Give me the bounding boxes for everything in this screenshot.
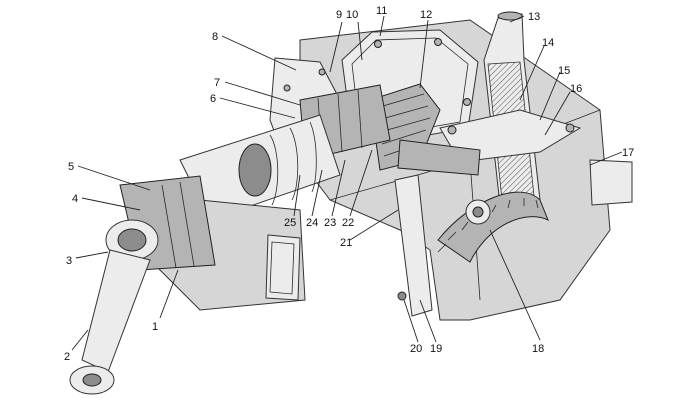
callout-24: 24 <box>306 217 318 229</box>
callout-22: 22 <box>342 217 354 229</box>
callout-20: 20 <box>410 343 422 355</box>
callout-23: 23 <box>324 217 336 229</box>
sector-gear <box>437 191 549 263</box>
callout-14: 14 <box>542 37 554 49</box>
leader-lines <box>71 15 623 351</box>
callout-7: 7 <box>214 77 220 89</box>
lever-plate <box>394 139 481 317</box>
worm-gear <box>179 114 341 221</box>
callout-21: 21 <box>340 237 352 249</box>
callout-9: 9 <box>336 9 342 21</box>
callout-11: 11 <box>376 5 387 17</box>
pitman-arm <box>69 249 151 395</box>
callout-3: 3 <box>66 255 72 267</box>
spline-coupling <box>105 175 216 271</box>
callout-8: 8 <box>212 31 218 43</box>
callout-13: 13 <box>528 11 540 23</box>
callout-18: 18 <box>532 343 544 355</box>
callout-labels: 1 2 3 4 5 6 7 8 9 10 11 12 13 14 15 16 1… <box>64 5 634 363</box>
callout-6: 6 <box>210 93 216 105</box>
callout-2: 2 <box>64 351 70 363</box>
callout-16: 16 <box>570 83 582 95</box>
callout-4: 4 <box>72 193 78 205</box>
callout-15: 15 <box>558 65 570 77</box>
callout-1: 1 <box>152 321 158 333</box>
callout-17: 17 <box>622 147 634 159</box>
callout-12: 12 <box>420 9 432 21</box>
callout-5: 5 <box>68 161 74 173</box>
callout-25: 25 <box>284 217 296 229</box>
callout-19: 19 <box>430 343 442 355</box>
callout-10: 10 <box>346 9 358 21</box>
